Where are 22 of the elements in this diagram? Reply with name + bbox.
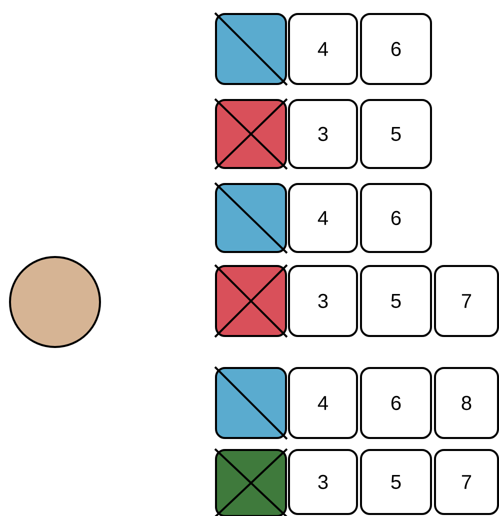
number-box: 6 [360, 367, 432, 439]
number-box: 4 [288, 183, 358, 253]
number-box: 5 [360, 265, 432, 337]
number-box: 7 [434, 265, 499, 337]
circle [9, 256, 101, 348]
number-box: 3 [288, 449, 358, 515]
crossed-square [214, 98, 288, 170]
diagonal-square [214, 182, 288, 254]
number-box: 5 [360, 449, 432, 515]
number-box: 8 [434, 367, 499, 439]
number-box: 4 [288, 13, 358, 85]
diagonal-square [214, 366, 288, 440]
number-box: 3 [288, 99, 358, 169]
number-box: 7 [434, 449, 499, 515]
number-box: 4 [288, 367, 358, 439]
number-box: 6 [360, 13, 432, 85]
number-box: 5 [360, 99, 432, 169]
crossed-square [214, 264, 288, 338]
number-box: 6 [360, 183, 432, 253]
crossed-square [214, 448, 288, 516]
diagonal-square [214, 12, 288, 86]
number-box: 3 [288, 265, 358, 337]
